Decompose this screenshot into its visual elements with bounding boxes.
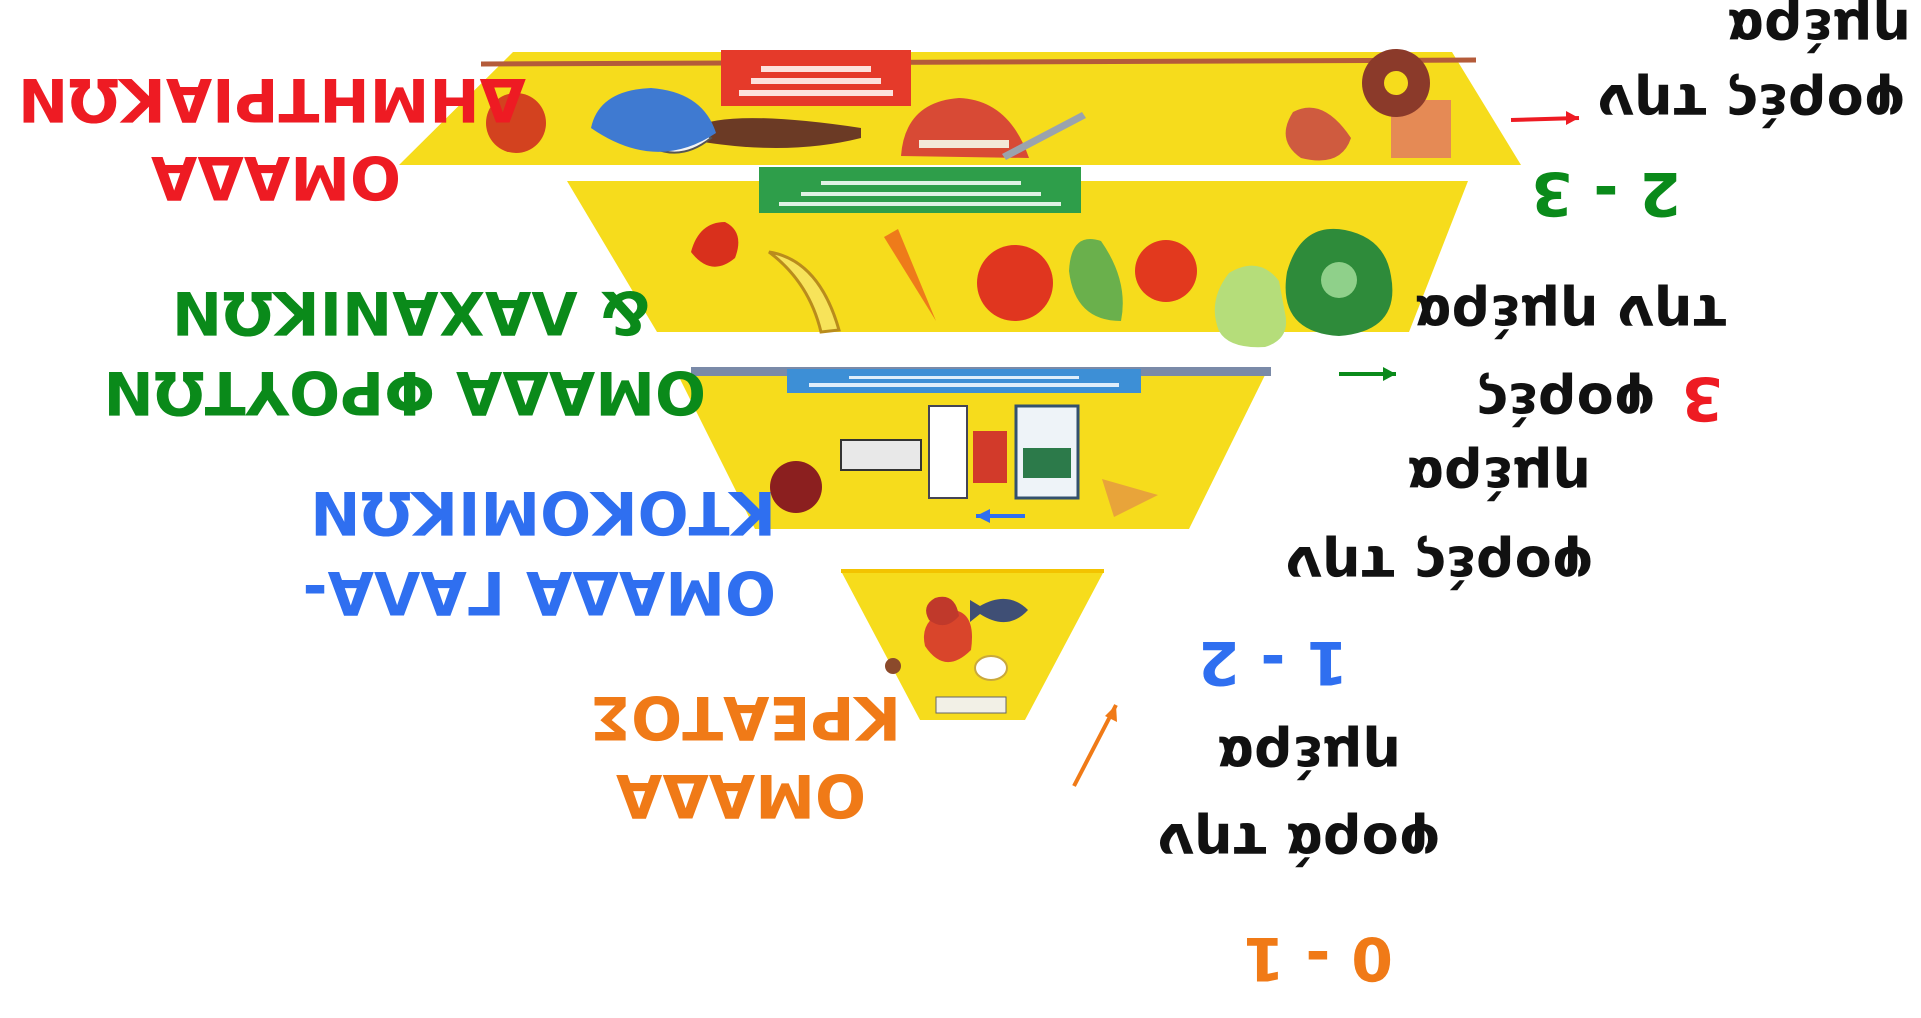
meat-group-name-line2: ΚΡΕΑΤΟΣ <box>590 682 901 752</box>
carrot-icon <box>884 229 936 321</box>
meat-group-name-line1: ΟΜΑΔΑ <box>615 760 866 830</box>
dairy-group-name-line2: ΚΤΟΚΟΜΙΚΩΝ <box>310 477 776 547</box>
pasta-icon <box>681 118 861 148</box>
nut-icon <box>885 658 901 674</box>
banana-icon <box>768 250 841 334</box>
tier-cereals <box>399 49 1521 165</box>
bread-roll-icon <box>1285 107 1351 161</box>
dairy-frequency-line1: φορές την <box>1285 534 1594 597</box>
cheese-icon <box>1102 479 1158 517</box>
chicken-icon <box>926 596 959 626</box>
fish-icon <box>970 598 1028 623</box>
fruit-veg-range: 3 <box>1681 363 1723 433</box>
milk-bottle-icon <box>928 405 968 499</box>
fruit-veg-group-name-line2: & ΛΑΧΑΝΙΚΩΝ <box>171 277 651 347</box>
arrow-meat <box>1072 704 1118 787</box>
cereals-group-name-line1: ΟΜΑΔΑ <box>150 142 401 212</box>
cereals-range: 2 - 3 <box>1530 158 1681 228</box>
grapes-icon <box>1214 265 1287 348</box>
fruit-veg-sign <box>759 167 1081 213</box>
fruit-veg-frequency-line1: φορές <box>1475 371 1656 434</box>
fruit-veg-frequency-line2: την ημέρα <box>1414 283 1727 346</box>
cereals-frequency-line1: φορές την <box>1597 72 1906 135</box>
yogurt-icon <box>973 431 1007 483</box>
tier-dairy <box>677 367 1271 529</box>
strawberry-icon <box>691 222 739 267</box>
meat-range: 0 - 1 <box>1242 923 1393 993</box>
tomato-icon <box>1135 240 1197 302</box>
dairy-frequency-line2: ημέρα <box>1407 445 1591 508</box>
apple-icon <box>977 245 1053 321</box>
meat-sign <box>935 696 1007 714</box>
egg-icon <box>974 655 1008 681</box>
fruit-veg-group-name-line1: ΟΜΑΔΑ ΦΡΟΥΤΩΝ <box>103 357 707 427</box>
arrows <box>976 111 1580 787</box>
tier-fruit-veg <box>567 167 1468 348</box>
cereals-frequency-line2: ημέρα <box>1727 0 1911 60</box>
dairy-sign <box>787 369 1141 393</box>
meat-frequency-line2: ημέρα <box>1217 724 1401 787</box>
dairy-range: 1 - 2 <box>1197 627 1348 697</box>
spoon-icon <box>1002 112 1086 160</box>
cheese-round-icon <box>770 461 822 513</box>
tier-meat <box>841 569 1104 720</box>
dairy-group-name-line1: ΟΜΑΔΑ ΓΑΛΑ- <box>302 557 776 627</box>
cereals-group-name-line2: ΔΗΜΗΤΡΙΑΚΩΝ <box>18 64 526 134</box>
meat-frequency-line1: φορά την <box>1157 811 1441 874</box>
croissant-icon <box>486 93 546 153</box>
cereal-box-icon <box>591 88 716 152</box>
pepper-icon <box>1069 239 1123 321</box>
